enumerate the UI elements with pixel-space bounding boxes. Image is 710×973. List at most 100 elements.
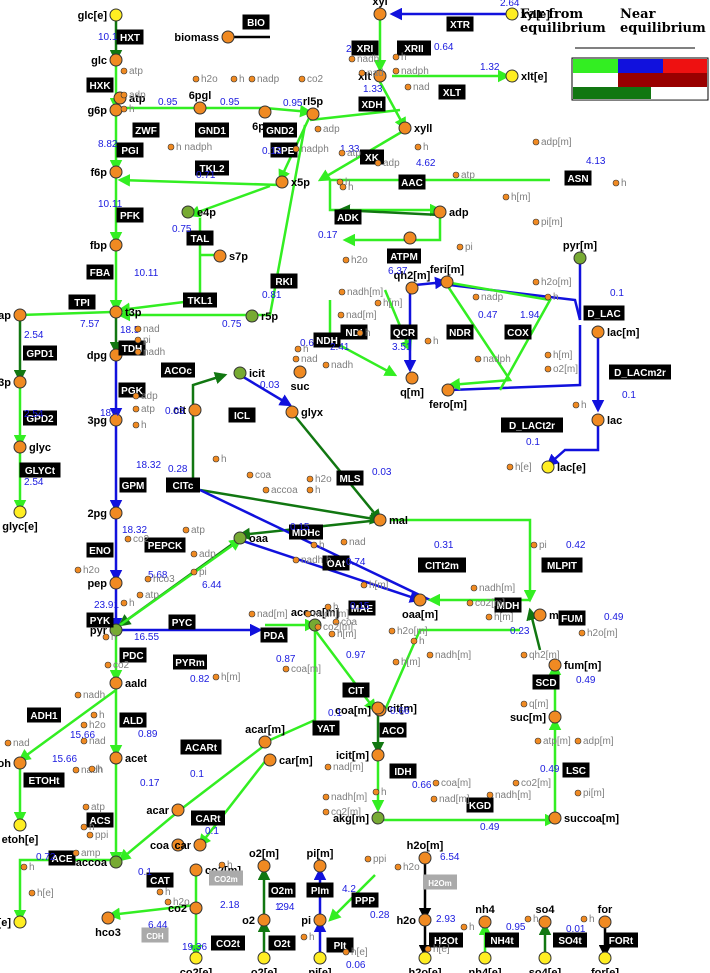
reaction-box-eno[interactable]: [86, 542, 114, 558]
metabolite-node-so4[interactable]: [538, 915, 552, 929]
reaction-box-xlt[interactable]: [438, 84, 466, 100]
metabolite-node-xyll[interactable]: [398, 121, 412, 135]
reaction-box-h2om[interactable]: [423, 874, 457, 890]
reaction-box-ace[interactable]: [48, 850, 76, 866]
reaction-box-xri[interactable]: [351, 40, 379, 56]
reaction-box-fba[interactable]: [86, 264, 114, 280]
metabolite-node-icitm[interactable]: [371, 748, 385, 762]
reaction-box-pda[interactable]: [260, 627, 288, 643]
metabolite-node-ferom[interactable]: [441, 383, 455, 397]
metabolite-node-lac[interactable]: [591, 413, 605, 427]
reaction-box-pyk[interactable]: [86, 612, 114, 628]
reaction-box-hxk[interactable]: [86, 77, 114, 93]
reaction-box-pfk[interactable]: [116, 207, 144, 223]
metabolite-node-oaam[interactable]: [413, 593, 427, 607]
metabolite-node-etoh_e[interactable]: [13, 818, 27, 832]
metabolite-node-icit[interactable]: [233, 366, 247, 380]
reaction-box-pyrm[interactable]: [173, 654, 207, 670]
reaction-box-cat[interactable]: [146, 872, 174, 888]
reaction-box-rki[interactable]: [270, 273, 298, 289]
metabolite-node-o2[interactable]: [257, 913, 271, 927]
reaction-box-tkl1[interactable]: [183, 292, 217, 308]
reaction-box-adh1[interactable]: [27, 707, 61, 723]
reaction-box-ndh[interactable]: [313, 332, 341, 348]
metabolite-node-citm[interactable]: [371, 701, 385, 715]
metabolite-node-etoh[interactable]: [13, 756, 27, 770]
metabolite-node-accoa[interactable]: [109, 855, 123, 869]
metabolite-node-oaa[interactable]: [233, 531, 247, 545]
metabolite-node-glc[interactable]: [109, 53, 123, 67]
reaction-box-pdc[interactable]: [119, 647, 147, 663]
metabolite-node-co2m[interactable]: [189, 863, 203, 877]
metabolite-node-xlt[interactable]: [373, 69, 387, 83]
reaction-box-pyc[interactable]: [168, 614, 196, 630]
reaction-box-cox[interactable]: [504, 324, 532, 340]
metabolite-node-for[interactable]: [598, 915, 612, 929]
metabolite-node-pi[interactable]: [313, 913, 327, 927]
reaction-box-acart[interactable]: [180, 739, 222, 755]
reaction-box-icl[interactable]: [228, 407, 256, 423]
metabolite-node-cit[interactable]: [188, 403, 202, 417]
reaction-box-tal[interactable]: [186, 230, 214, 246]
reaction-box-rpe[interactable]: [270, 142, 298, 158]
metabolite-node-fbp[interactable]: [109, 238, 123, 252]
metabolite-node-lacm[interactable]: [591, 325, 605, 339]
reaction-box-xtr[interactable]: [446, 16, 474, 32]
metabolite-node-for_e[interactable]: [598, 951, 612, 965]
metabolite-node-r5p[interactable]: [245, 309, 259, 323]
reaction-box-tkl2[interactable]: [195, 160, 229, 176]
metabolite-node-acarm[interactable]: [258, 735, 272, 749]
reaction-box-zwf[interactable]: [132, 122, 160, 138]
reaction-box-ppp[interactable]: [351, 892, 379, 908]
reaction-box-adk[interactable]: [334, 209, 362, 225]
reaction-box-d_lact2r[interactable]: [501, 417, 563, 433]
reaction-box-d_lacm2r[interactable]: [609, 364, 671, 380]
reaction-box-o2t[interactable]: [268, 935, 296, 951]
metabolite-node-rl5p[interactable]: [306, 107, 320, 121]
metabolite-node-suc[interactable]: [293, 365, 307, 379]
metabolite-node-glyc_e[interactable]: [13, 505, 27, 519]
reaction-box-nh4t[interactable]: [485, 932, 519, 948]
metabolite-node-xyl[interactable]: [373, 7, 387, 21]
reaction-box-so4t[interactable]: [553, 932, 587, 948]
metabolite-node-xlt_e[interactable]: [505, 69, 519, 83]
metabolite-node-qm[interactable]: [405, 371, 419, 385]
reaction-box-gpd1[interactable]: [23, 345, 57, 361]
metabolite-node-s7p[interactable]: [213, 249, 227, 263]
metabolite-node-qh2m[interactable]: [405, 281, 419, 295]
reaction-box-oat[interactable]: [322, 555, 350, 571]
metabolite-node-hco3[interactable]: [101, 911, 115, 925]
metabolite-node-acar[interactable]: [171, 803, 185, 817]
metabolite-node-co2[interactable]: [189, 901, 203, 915]
metabolite-node-succoam[interactable]: [548, 811, 562, 825]
reaction-box-etoht[interactable]: [23, 772, 65, 788]
metabolite-node-pyrm[interactable]: [573, 251, 587, 265]
metabolite-node-nh4[interactable]: [478, 915, 492, 929]
metabolite-node-akgm[interactable]: [371, 811, 385, 825]
metabolite-node-o2m[interactable]: [257, 859, 271, 873]
metabolite-node-biomass[interactable]: [221, 30, 235, 44]
metabolite-node-glyc[interactable]: [13, 440, 27, 454]
reaction-box-o2m[interactable]: [268, 882, 296, 898]
metabolite-node-pi_e[interactable]: [313, 951, 327, 965]
reaction-box-ald[interactable]: [119, 712, 147, 728]
reaction-box-acs[interactable]: [86, 812, 114, 828]
reaction-box-gpd2[interactable]: [23, 410, 57, 426]
metabolite-node-h2o[interactable]: [418, 913, 432, 927]
metabolite-node-nh4_e[interactable]: [478, 951, 492, 965]
reaction-box-fum[interactable]: [558, 610, 586, 626]
reaction-box-kgd[interactable]: [466, 797, 494, 813]
metabolite-node-aald[interactable]: [109, 676, 123, 690]
metabolite-node-glc_e[interactable]: [109, 8, 123, 22]
reaction-box-mae[interactable]: [348, 600, 376, 616]
metabolite-node-ferim[interactable]: [440, 275, 454, 289]
reaction-box-pepck[interactable]: [144, 537, 186, 553]
reaction-box-citc[interactable]: [166, 477, 200, 493]
metabolite-node-malm[interactable]: [533, 608, 547, 622]
metabolite-node-dhap[interactable]: [13, 308, 27, 322]
reaction-box-h2ot[interactable]: [429, 932, 463, 948]
reaction-box-aco[interactable]: [379, 722, 407, 738]
metabolite-node-so4_e[interactable]: [538, 951, 552, 965]
reaction-box-xrii[interactable]: [397, 40, 431, 56]
reaction-box-co2m[interactable]: [209, 870, 243, 886]
